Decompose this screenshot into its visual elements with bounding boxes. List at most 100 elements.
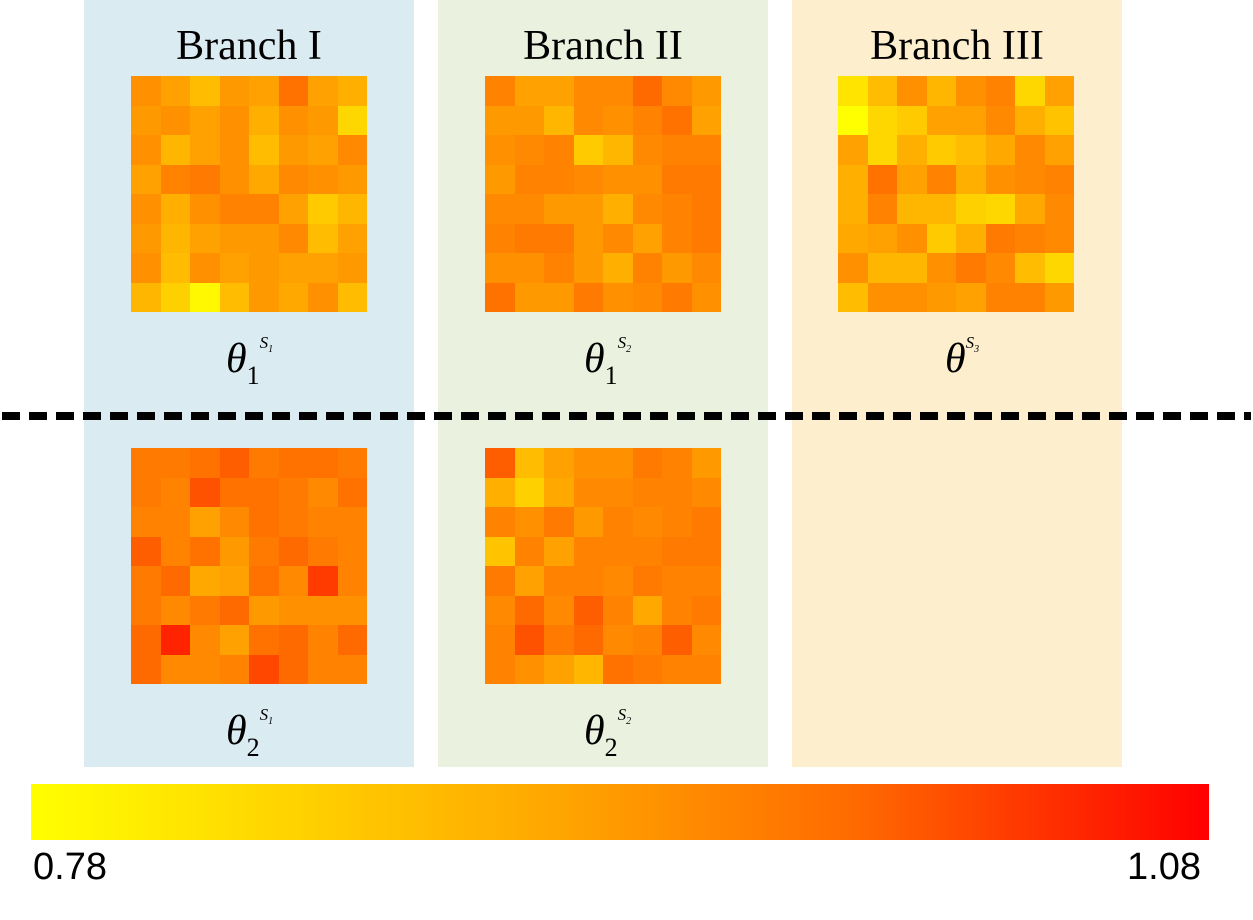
heatmap-cell (131, 223, 161, 253)
heatmap-cell (662, 194, 692, 224)
heatmap-cell (308, 223, 338, 253)
heatmap-cell (662, 164, 692, 194)
heatmap-cell (160, 477, 190, 507)
heatmap-cell (691, 448, 721, 478)
heatmap-cell (603, 76, 633, 106)
heatmap-cell (337, 566, 367, 596)
heatmap-cell (573, 223, 603, 253)
heatmap-cell (485, 105, 515, 135)
heatmap-cell (219, 536, 249, 566)
heatmap-cell (691, 194, 721, 224)
heatmap-cell (131, 135, 161, 165)
heatmap-cell (691, 477, 721, 507)
heatmap-cell (160, 253, 190, 283)
heatmap-cell (131, 76, 161, 106)
heatmap-cell (514, 477, 544, 507)
heatmap-cell (632, 194, 662, 224)
label-theta-s3: θS3 (945, 333, 980, 382)
heatmap-cell (573, 625, 603, 655)
heatmap-cell (632, 536, 662, 566)
heatmap-cell (160, 282, 190, 312)
heatmap-cell (897, 282, 927, 312)
heatmap-cell (662, 282, 692, 312)
heatmap-cell (337, 282, 367, 312)
theta-symbol: θ (226, 336, 247, 382)
heatmap-cell (337, 477, 367, 507)
heatmap-cell (278, 282, 308, 312)
heatmap-cell (573, 566, 603, 596)
heatmap-cell (160, 566, 190, 596)
heatmap-cell (544, 507, 574, 537)
panel-title-branch-1: Branch I (176, 23, 322, 69)
heatmap-cell (485, 536, 515, 566)
heatmap-cell (544, 566, 574, 596)
heatmap-cell (926, 105, 956, 135)
heatmap-cell (131, 282, 161, 312)
heatmap-cell (544, 654, 574, 684)
heatmap-cell (278, 76, 308, 106)
heatmap-cell (926, 282, 956, 312)
heatmap-cell (337, 536, 367, 566)
heatmap-cell (691, 164, 721, 194)
heatmap-cell (278, 223, 308, 253)
heatmap-cell (514, 194, 544, 224)
heatmap-cell (662, 625, 692, 655)
heatmap-cell (514, 448, 544, 478)
heatmap-cell (485, 194, 515, 224)
dashed-divider (2, 412, 1251, 420)
heatmap-cell (190, 654, 220, 684)
heatmap-cell (926, 135, 956, 165)
heatmap-cell (573, 536, 603, 566)
heatmap-cell (573, 595, 603, 625)
heatmap-cell (691, 595, 721, 625)
heatmap-cell (544, 223, 574, 253)
heatmap-cell (160, 536, 190, 566)
heatmap-cell (131, 253, 161, 283)
heatmap-cell (219, 223, 249, 253)
heatmap-cell (544, 595, 574, 625)
heatmap-cell (514, 566, 544, 596)
heatmap-cell (249, 135, 279, 165)
heatmap-cell (1015, 105, 1045, 135)
heatmap-theta1-s2 (485, 76, 721, 312)
heatmap-cell (632, 448, 662, 478)
heatmap-cell (160, 164, 190, 194)
heatmap-cell (544, 282, 574, 312)
heatmap-cell (249, 194, 279, 224)
heatmap-cell (632, 595, 662, 625)
heatmap-cell (160, 625, 190, 655)
heatmap-cell (544, 477, 574, 507)
heatmap-cell (485, 566, 515, 596)
heatmap-cell (985, 194, 1015, 224)
heatmap-cell (1044, 76, 1074, 106)
heatmap-cell (249, 507, 279, 537)
heatmap-cell (956, 194, 986, 224)
theta-symbol: θ (226, 708, 247, 754)
heatmap-cell (249, 76, 279, 106)
heatmap-cell (956, 223, 986, 253)
heatmap-cell (1044, 194, 1074, 224)
heatmap-cell (485, 654, 515, 684)
heatmap-cell (691, 135, 721, 165)
heatmap-cell (308, 625, 338, 655)
heatmap-cell (278, 164, 308, 194)
heatmap-cell (603, 477, 633, 507)
heatmap-theta2-s1 (131, 448, 367, 684)
heatmap-cell (278, 654, 308, 684)
heatmap-cell (219, 194, 249, 224)
heatmap-cell (337, 595, 367, 625)
heatmap-cell (249, 448, 279, 478)
heatmap-cell (985, 282, 1015, 312)
heatmap-cell (632, 105, 662, 135)
heatmap-cell (544, 625, 574, 655)
heatmap-cell (603, 282, 633, 312)
heatmap-cell (544, 194, 574, 224)
heatmap-cell (337, 448, 367, 478)
heatmap-cell (632, 282, 662, 312)
heatmap-cell (956, 253, 986, 283)
heatmap-cell (691, 253, 721, 283)
heatmap-cell (514, 507, 544, 537)
heatmap-cell (897, 253, 927, 283)
heatmap-cell (838, 76, 868, 106)
heatmap-cell (308, 595, 338, 625)
